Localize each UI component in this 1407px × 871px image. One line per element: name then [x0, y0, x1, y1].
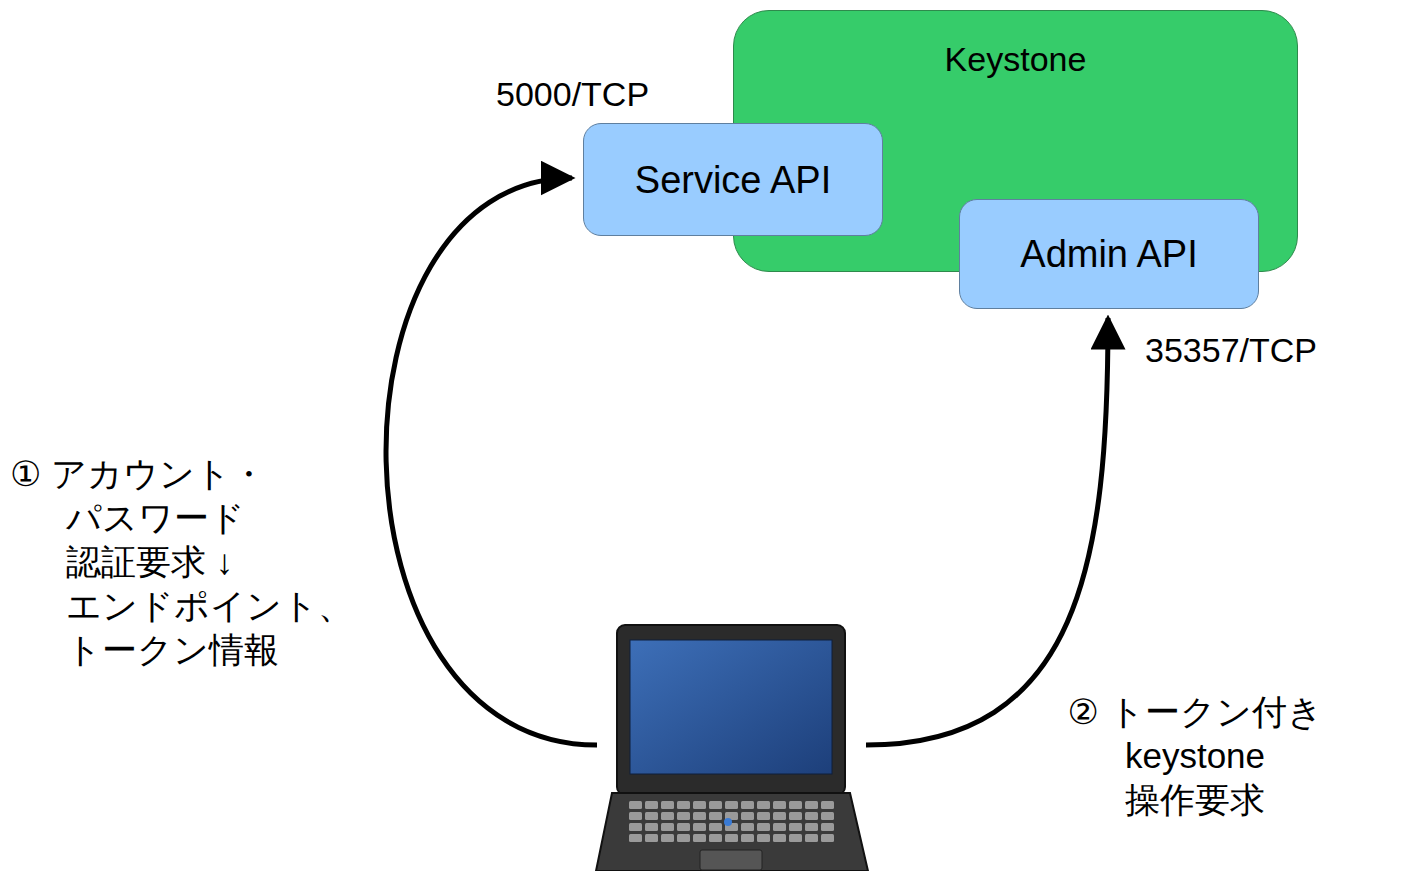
node-title: Keystone	[734, 39, 1297, 79]
api-box: Service API	[583, 123, 883, 236]
component-box: KeystoneService APIAdmin API	[733, 10, 1298, 272]
api-box: Admin API	[959, 199, 1259, 309]
step-note: ① アカウント・ パスワード 認証要求 ↓ エンドポイント、 トークン情報	[10, 452, 353, 672]
node-title: Admin API	[1020, 232, 1197, 276]
laptop-icon	[596, 625, 868, 871]
node-title: Service API	[635, 158, 831, 202]
step-note: ② トークン付き keystone 操作要求	[1067, 690, 1322, 822]
request-arrow	[866, 318, 1108, 745]
request-arrow	[386, 178, 597, 745]
port-label: 35357/TCP	[1145, 330, 1317, 370]
port-label: 5000/TCP	[496, 74, 649, 114]
